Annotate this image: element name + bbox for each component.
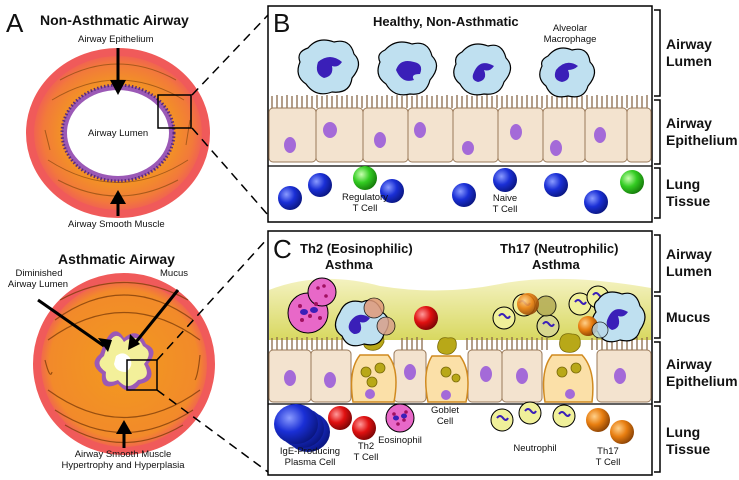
airway-lumen-label: Airway Lumen — [88, 128, 149, 139]
side-brackets — [654, 9, 661, 473]
macrophage-cells — [297, 39, 596, 98]
naive-label-2: T Cell — [492, 204, 518, 215]
ige-label-1: IgE-Producing — [279, 446, 341, 457]
panel-c-letter: C — [273, 234, 292, 264]
th17cell-label-2: T Cell — [595, 457, 621, 468]
ige-label-2: Plasma Cell — [284, 457, 336, 468]
non-asthmatic-airway-diagram — [26, 14, 269, 218]
airway-epithelium-label: Airway Epithelium — [78, 34, 154, 45]
th2-cells-tissue — [328, 406, 376, 440]
th17cell-label-1: Th17 — [597, 446, 619, 457]
th17-title-1: Th17 (Neutrophilic) — [500, 241, 619, 256]
panel-b-diagram — [267, 5, 653, 223]
asthmatic-title: Asthmatic Airway — [58, 251, 175, 267]
airway-smooth-muscle-label: Airway Smooth Muscle — [68, 219, 165, 230]
non-asthmatic-title: Non-Asthmatic Airway — [40, 12, 189, 28]
asthmatic-muscle-label-1: Airway Smooth Muscle — [74, 449, 172, 460]
diminished-label-2: Airway Lumen — [7, 279, 69, 290]
treg-label-2: T Cell — [352, 203, 378, 214]
regulatory-t-cells — [353, 166, 644, 194]
ige-plasma-cells — [274, 404, 330, 452]
asthmatic-muscle-label-2: Hypertrophy and Hyperplasia — [61, 460, 185, 471]
th2cell-label-1: Th2 — [357, 441, 375, 452]
treg-label-1: Regulatory — [342, 192, 388, 203]
naive-t-cells — [278, 168, 608, 214]
eosinophils-mucus — [287, 277, 337, 334]
side-label-c-mucus: Mucus — [666, 309, 711, 325]
diminished-label-1: Diminished — [15, 268, 63, 279]
mucus-arrow-label: Mucus — [160, 268, 188, 279]
panel-c-diagram — [267, 230, 653, 476]
naive-label-1: Naive — [492, 193, 518, 204]
neutrophil-label: Neutrophil — [513, 443, 557, 454]
th2-cell-mucus — [414, 306, 438, 330]
panel-b-title: Healthy, Non-Asthmatic — [373, 14, 519, 29]
th2cell-label-2: T Cell — [353, 452, 379, 463]
goblet-label-1: Goblet — [431, 405, 459, 416]
goblet-label-2: Cell — [436, 416, 454, 427]
eosinophil-label: Eosinophil — [378, 435, 422, 446]
th2-title-1: Th2 (Eosinophilic) — [300, 241, 413, 256]
macrophage-label-1: Alveolar — [552, 23, 588, 34]
eosinophil-tissue — [385, 403, 415, 433]
th17-cells-tissue — [586, 408, 634, 444]
neutrophils-tissue — [490, 401, 576, 432]
th2-title-2: Asthma — [325, 257, 373, 272]
panel-b-letter: B — [273, 8, 291, 38]
panel-a-letter: A — [6, 8, 24, 38]
th17-title-2: Asthma — [532, 257, 580, 272]
macrophage-label-2: Macrophage — [543, 34, 597, 45]
asthmatic-airway-diagram — [33, 237, 269, 473]
